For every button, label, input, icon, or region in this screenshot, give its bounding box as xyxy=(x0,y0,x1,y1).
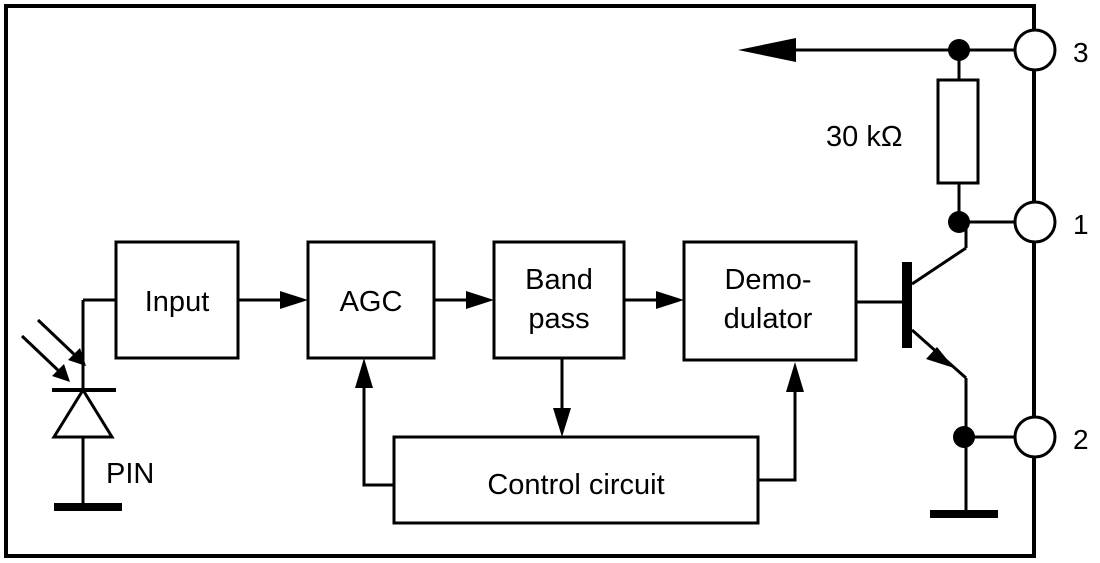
agc-block-label: AGC xyxy=(340,286,403,318)
transistor-collector xyxy=(911,246,967,286)
demod-label-line2: dulator xyxy=(724,303,813,335)
pin2-number: 2 xyxy=(1073,424,1089,455)
pin1-number: 1 xyxy=(1073,209,1089,240)
arrow-control-demod xyxy=(786,362,804,392)
bandpass-label-line2: pass xyxy=(528,303,589,335)
pin3-number: 3 xyxy=(1073,37,1089,68)
arrow-control-agc xyxy=(355,358,373,388)
arrow-input-agc xyxy=(280,291,308,309)
arrow-agc-bandpass xyxy=(466,291,494,309)
agc-block xyxy=(306,240,436,360)
pin1-terminal xyxy=(1013,200,1057,244)
demodulator-block xyxy=(682,240,858,362)
package-outline xyxy=(4,4,1036,558)
control-circuit-block xyxy=(392,435,760,525)
pin2-terminal xyxy=(1013,415,1057,459)
resistor xyxy=(936,78,980,185)
transistor-emitter-arrow xyxy=(926,347,954,368)
supply-arrow-head xyxy=(738,38,796,62)
arrow-bandpass-control xyxy=(553,408,571,437)
pin-photodiode xyxy=(51,298,122,511)
arrow-bandpass-demod xyxy=(656,291,684,309)
demod-label-line1: Demo- xyxy=(724,264,811,296)
wire-control-agc xyxy=(362,386,394,487)
bandpass-block xyxy=(492,240,626,360)
pin3-terminal xyxy=(1013,28,1057,72)
bandpass-label-line1: Band xyxy=(525,264,593,296)
output-transistor xyxy=(902,246,967,380)
resistor-label: 30 kΩ xyxy=(826,121,903,153)
input-block-label: Input xyxy=(145,286,210,318)
control-circuit-label: Control circuit xyxy=(487,469,664,501)
photodiode-label: PIN xyxy=(106,458,154,490)
photodiode-triangle xyxy=(51,387,115,439)
wire-control-demod xyxy=(758,390,797,482)
light-arrows-icon xyxy=(20,318,86,382)
transistor-base-bar xyxy=(902,262,912,348)
